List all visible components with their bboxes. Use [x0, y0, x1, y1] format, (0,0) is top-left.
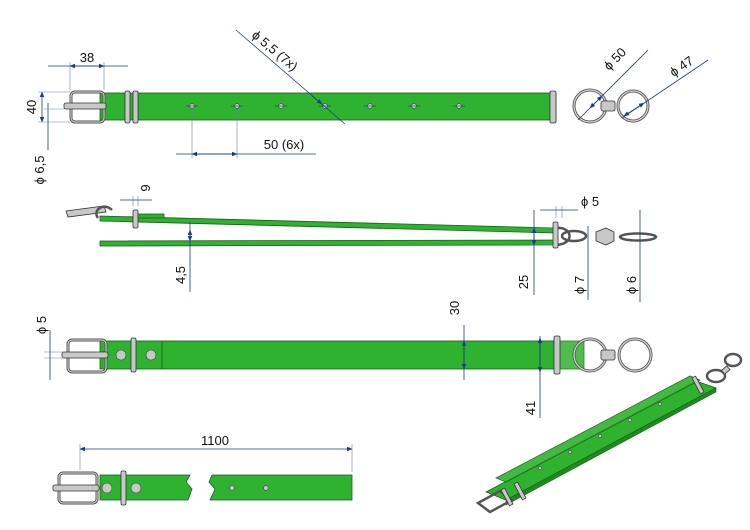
- svg-text:1100: 1100: [201, 433, 229, 448]
- iso-buckle-icon: [475, 481, 527, 514]
- svg-text:ϕ 6,5: ϕ 6,5: [32, 156, 47, 185]
- svg-text:30: 30: [447, 301, 462, 315]
- iso-holes: [538, 402, 662, 470]
- dim-shaft-diameter: ϕ 7: [572, 226, 589, 300]
- front-buckle-icon: [61, 335, 561, 375]
- svg-text:38: 38: [80, 50, 94, 65]
- dim-strap-width: 30: [447, 301, 467, 380]
- dim-buckle-height: 40: [24, 91, 70, 123]
- svg-text:25: 25: [516, 275, 531, 289]
- dim-rivet-diameter: ϕ 5: [34, 316, 64, 380]
- length-buckle-icon: [52, 470, 127, 506]
- top-view: 38 40 ϕ 6,5 ϕ 5,5 (7x) 50 (6x): [24, 27, 709, 184]
- strap-right-segment: [208, 474, 353, 501]
- length-view: 1100: [52, 433, 353, 506]
- dim-overall-length: 1100: [79, 433, 353, 472]
- svg-text:ϕ 6: ϕ 6: [624, 276, 639, 294]
- strap-left-segment: [99, 474, 193, 501]
- svg-text:41: 41: [523, 401, 538, 415]
- svg-text:ϕ 5: ϕ 5: [34, 316, 49, 334]
- svg-text:50 (6x): 50 (6x): [264, 137, 304, 152]
- svg-text:40: 40: [24, 100, 39, 114]
- strap-body: [99, 92, 557, 121]
- ring-assembly-icon: [549, 88, 650, 124]
- dim-strap-thickness: 4,5: [173, 222, 193, 292]
- strap-upper-layer: [99, 215, 557, 234]
- dim-eye-diameter: ϕ 5: [540, 194, 599, 218]
- svg-text:ϕ 5: ϕ 5: [581, 194, 599, 209]
- svg-text:ϕ 50: ϕ 50: [601, 45, 630, 74]
- dim-buckle-width: 38: [48, 50, 128, 90]
- strap-body-front: [99, 340, 557, 370]
- svg-text:ϕ 47: ϕ 47: [667, 53, 696, 80]
- svg-text:4,5: 4,5: [173, 266, 188, 284]
- dim-pin-diameter: ϕ 6,5: [32, 103, 64, 184]
- front-ring-icon: [572, 337, 653, 373]
- side-view: 9 4,5 ϕ 5 25 ϕ 7 ϕ: [65, 184, 658, 302]
- side-ring-icon: [552, 221, 658, 249]
- side-buckle-icon: [65, 205, 165, 229]
- dim-keeper-gap: 9: [120, 184, 153, 206]
- buckle-icon: [63, 90, 139, 124]
- dim-hole-pitch: 50 (6x): [176, 110, 316, 158]
- strap-lower-layer: [99, 239, 557, 247]
- svg-text:ϕ 5,5 (7x): ϕ 5,5 (7x): [249, 27, 301, 74]
- dim-loop-width: 41: [523, 336, 543, 418]
- isometric-view: [475, 352, 743, 514]
- iso-strap-top: [485, 380, 717, 501]
- svg-text:9: 9: [138, 184, 153, 191]
- dim-loop-height: 25: [516, 210, 552, 295]
- svg-text:ϕ 7: ϕ 7: [572, 276, 587, 294]
- dim-end-diameter: ϕ 6: [624, 210, 641, 302]
- front-view: ϕ 5 30 41: [34, 301, 653, 418]
- strap-holes: [186, 103, 465, 109]
- iso-ring-icon: [691, 352, 743, 395]
